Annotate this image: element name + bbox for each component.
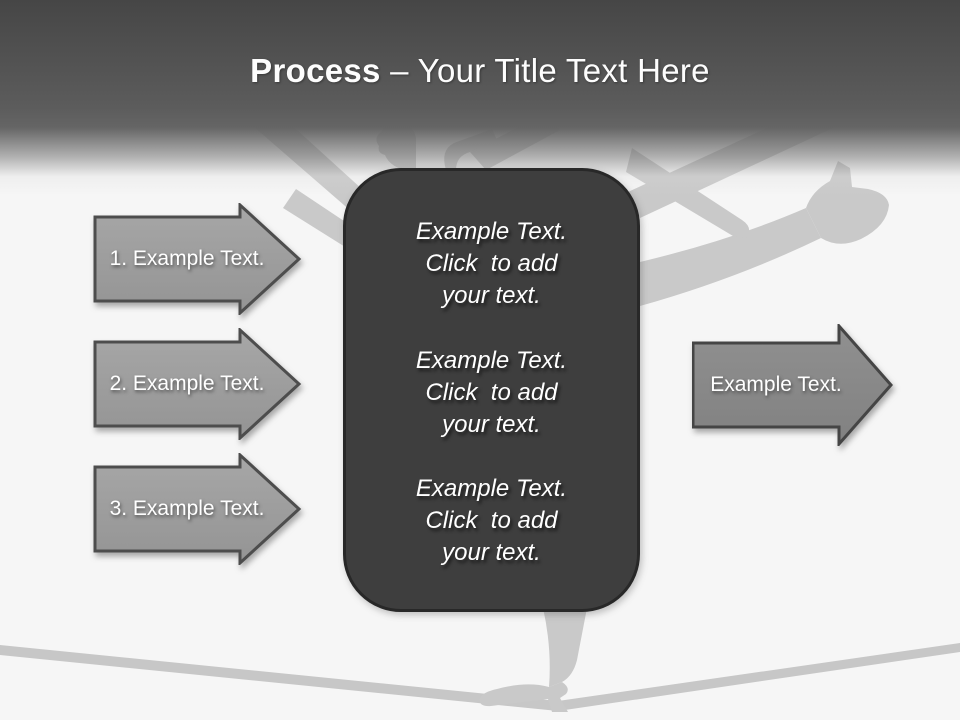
process-output-arrow[interactable]: Example Text.: [692, 324, 894, 446]
raised-shoe-graphic: [806, 161, 889, 244]
right-arrow-shape-icon: [93, 203, 302, 315]
placeholder-line: Example Text.: [415, 475, 568, 502]
slide-title-keyword: Process: [250, 52, 381, 89]
placeholder-paragraph-3[interactable]: Example Text. Click to add your text.: [360, 473, 623, 569]
center-text-panel[interactable]: Example Text. Click to add your text. Ex…: [343, 168, 640, 612]
placeholder-line: Click to add: [425, 250, 558, 277]
placeholder-paragraph-2[interactable]: Example Text. Click to add your text.: [360, 345, 623, 441]
process-step-arrow-3[interactable]: 3. Example Text.: [93, 453, 303, 565]
standing-leg-graphic: [543, 608, 587, 687]
placeholder-line: Example Text.: [415, 218, 568, 245]
placeholder-paragraph-1[interactable]: Example Text. Click to add your text.: [360, 216, 623, 312]
process-step-arrow-1[interactable]: 1. Example Text.: [93, 203, 303, 315]
header-band: [0, 0, 960, 196]
placeholder-line: your text.: [442, 410, 541, 438]
process-step-1-label: 1. Example Text.: [109, 247, 265, 270]
placeholder-line: your text.: [442, 282, 541, 309]
standing-shoe-graphic: [479, 682, 568, 712]
process-output-label: Example Text.: [710, 373, 842, 396]
placeholder-line: Example Text.: [415, 346, 568, 374]
slide-title[interactable]: Process – Your Title Text Here: [0, 52, 960, 90]
slide-title-rest: – Your Title Text Here: [380, 52, 710, 89]
process-step-2-label: 2. Example Text.: [109, 372, 265, 395]
placeholder-line: Click to add: [425, 507, 558, 534]
placeholder-line: your text.: [442, 539, 541, 566]
process-step-arrow-2[interactable]: 2. Example Text.: [93, 328, 303, 440]
left-lower-arm-graphic: [283, 189, 353, 250]
right-arrow-shape-icon: [692, 324, 893, 446]
right-arrow-shape-icon: [93, 328, 302, 440]
process-step-3-label: 3. Example Text.: [109, 497, 265, 520]
placeholder-line: Click to add: [425, 378, 558, 406]
tightrope-rope-graphic: [0, 643, 960, 711]
right-arrow-shape-icon: [93, 453, 302, 565]
raised-leg-graphic: [640, 208, 821, 306]
